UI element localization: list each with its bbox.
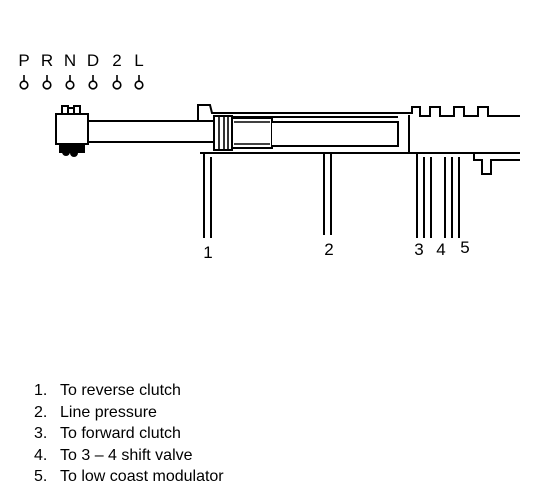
passage-1-reverse-clutch [203,153,212,238]
selector-position-n: N [64,51,76,90]
valve-body [197,104,520,154]
legend-item: 4. To 3 – 4 shift valve [34,445,224,467]
legend-item: 5. To low coast modulator [34,466,224,488]
legend-number: 1. [34,382,48,399]
legend-text: Line pressure [60,403,157,421]
passage-4-shift-valve [430,157,446,238]
legend-item: 1. To reverse clutch [34,380,224,402]
callout-5: 5 [460,238,469,257]
detent-circle [42,80,52,90]
selector-letter: L [134,51,143,70]
detent-end [55,105,89,157]
selector-position-p: P [18,51,30,90]
detent-circle [134,80,144,90]
spool-collar [213,115,233,151]
selector-position-l: L [134,51,144,90]
legend: 1. To reverse clutch 2. Line pressure 3.… [34,380,224,488]
valve-body-outline [197,104,520,122]
legend-item: 2. Line pressure [34,402,224,424]
selector-position-r: R [41,51,53,90]
detent-circle [19,80,29,90]
legend-number: 2. [34,403,48,421]
legend-text: To 3 – 4 shift valve [60,446,193,464]
selector-position-d: D [87,51,99,90]
legend-text: To forward clutch [60,425,181,442]
manual-valve-spool [87,115,399,151]
callout-2: 2 [324,240,333,259]
legend-text: To reverse clutch [60,382,181,399]
spool-body [272,121,399,147]
callout-1: 1 [203,243,212,262]
spool-rod [87,120,217,143]
passage-3-forward-clutch [416,153,425,238]
selector-letter: N [64,51,76,70]
detent-circle [65,80,75,90]
callout-numbers: 1 2 3 4 5 [203,238,469,262]
selector-scale: P R N D 2 L [18,51,144,90]
right-side-port [473,153,520,175]
legend-item: 3. To forward clutch [34,423,224,445]
callout-4: 4 [436,240,445,259]
passage-5-coast-modulator [451,157,460,238]
legend-text: To low coast modulator [60,468,224,485]
selector-letter: 2 [112,51,121,70]
detent-circle [112,80,122,90]
passage-2-line-pressure [323,153,332,235]
selector-letter: P [18,51,29,70]
detent-circle [88,80,98,90]
legend-number: 5. [34,468,48,485]
selector-letter: D [87,51,99,70]
selector-position-2: 2 [112,51,122,90]
legend-number: 3. [34,425,48,442]
selector-letter: R [41,51,53,70]
fluid-passages [203,153,520,238]
callout-3: 3 [414,240,423,259]
legend-number: 4. [34,446,48,464]
